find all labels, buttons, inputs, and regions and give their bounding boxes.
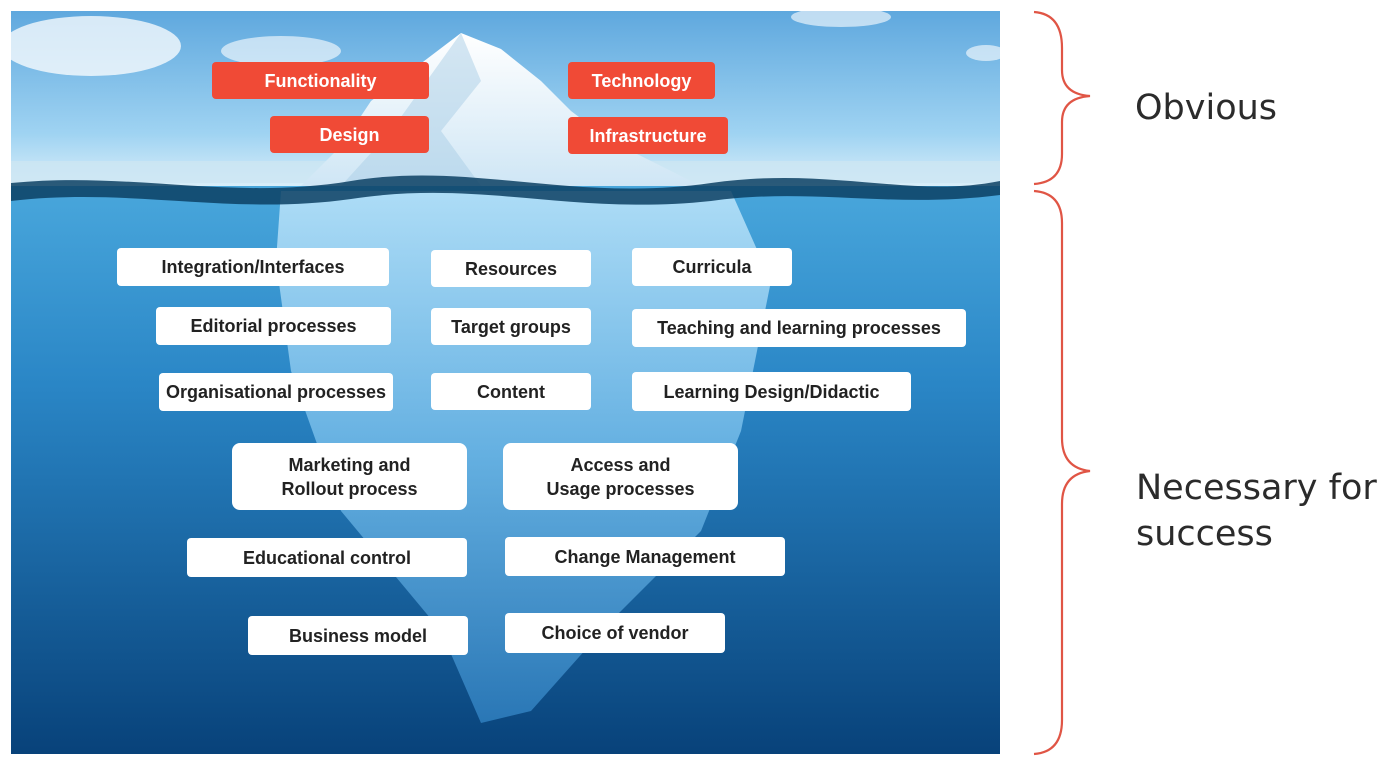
label-infrastructure: Infrastructure xyxy=(568,117,728,154)
label-technology: Technology xyxy=(568,62,715,99)
label-organisational-processes: Organisational processes xyxy=(159,373,393,411)
label-curricula: Curricula xyxy=(632,248,792,286)
label-resources: Resources xyxy=(431,250,591,287)
label-design: Design xyxy=(270,116,429,153)
label-editorial-processes: Editorial processes xyxy=(156,307,391,345)
label-integration-interfaces: Integration/Interfaces xyxy=(117,248,389,286)
label-marketing-rollout: Marketing and Rollout process xyxy=(232,443,467,510)
label-business-model: Business model xyxy=(248,616,468,655)
label-teaching-learning-processes: Teaching and learning processes xyxy=(632,309,966,347)
label-content: Content xyxy=(431,373,591,410)
obvious-brace xyxy=(1033,10,1091,186)
label-educational-control: Educational control xyxy=(187,538,467,577)
category-braces xyxy=(1033,10,1091,756)
label-choice-of-vendor: Choice of vendor xyxy=(505,613,725,653)
label-functionality: Functionality xyxy=(212,62,429,99)
obvious-label: Obvious xyxy=(1135,88,1278,128)
label-change-management: Change Management xyxy=(505,537,785,576)
label-target-groups: Target groups xyxy=(431,308,591,345)
iceberg-scene: Functionality Technology Design Infrastr… xyxy=(11,11,1000,754)
necessary-for-success-label: Necessary for success xyxy=(1136,468,1377,554)
label-learning-design: Learning Design/Didactic xyxy=(632,372,911,411)
label-access-usage: Access and Usage processes xyxy=(503,443,738,510)
necessary-brace xyxy=(1033,189,1091,756)
